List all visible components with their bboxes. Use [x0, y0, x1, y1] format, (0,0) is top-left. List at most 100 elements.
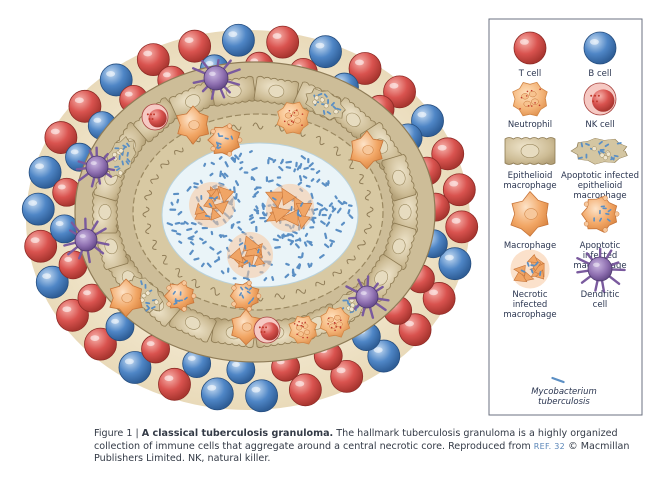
- t-cell: [136, 43, 170, 76]
- mycobacterium: [206, 262, 212, 268]
- neutrophil: [288, 315, 318, 345]
- macrophage: [510, 191, 549, 237]
- mycobacterium: [327, 213, 332, 220]
- mycobacterium: [248, 216, 254, 221]
- mycobacterium: [230, 157, 236, 163]
- mycobacterium: [223, 172, 229, 178]
- mycobacterium: [336, 207, 342, 214]
- mycobacterium: [234, 154, 240, 161]
- t-cell: [445, 210, 479, 244]
- epithelioid-macrophage: [93, 222, 129, 271]
- legend-item-b-cell: B cell: [583, 31, 617, 79]
- mycobacterium: [310, 192, 314, 200]
- mycobacterium: [301, 252, 304, 258]
- mycobacterium: [284, 273, 290, 279]
- mycobacterium: [294, 243, 300, 249]
- mycobacterium: [348, 214, 354, 219]
- t-cell: [398, 313, 432, 347]
- mycobacterium: [551, 376, 565, 384]
- mycobacterium: [347, 209, 351, 215]
- mycobacterium: [234, 180, 240, 187]
- mycobacterium: [320, 220, 326, 225]
- mycobacterium: [177, 210, 183, 216]
- mycobacterium: [276, 234, 282, 239]
- mycobacterium: [250, 220, 256, 224]
- mycobacterium: [249, 214, 254, 218]
- mycobacterium: [334, 195, 338, 200]
- b-cell: [182, 349, 212, 379]
- mycobacterium: [239, 166, 243, 171]
- caption-prefix: Figure 1 |: [94, 428, 142, 439]
- mycobacterium: [172, 192, 180, 196]
- epithelioid-macrophage: [392, 190, 418, 234]
- mycobacterium: [189, 249, 194, 256]
- mycobacterium: [239, 161, 244, 164]
- b-cell: [105, 312, 135, 342]
- mycobacterium: [278, 165, 284, 172]
- mycobacterium: [202, 240, 207, 245]
- mycobacterium: [280, 158, 284, 163]
- dendritic-cell: [63, 217, 110, 264]
- macrophage: [176, 105, 209, 145]
- mycobacterium: [178, 240, 183, 244]
- neutrophil: [276, 101, 310, 135]
- mycobacterium: [276, 176, 282, 179]
- mycobacterium: [186, 227, 193, 232]
- macrophage: [109, 278, 143, 318]
- b-cell: [367, 339, 401, 373]
- mycobacterium: [265, 176, 269, 183]
- epithelioid-macrophage: [504, 137, 556, 165]
- mycobacterium: [272, 238, 279, 242]
- b-cell: [226, 355, 256, 385]
- apoptotic-infected-epithelioid-macrophage: [104, 136, 137, 179]
- mycobacterium: [295, 161, 298, 168]
- mycobacterium: [251, 176, 256, 181]
- mycobacterium: [287, 238, 294, 243]
- mycobacterium: [227, 267, 230, 273]
- legend-icon-apoptotic-infected-macrophage: [581, 195, 620, 233]
- necrotic-infected-macrophage: [189, 182, 235, 228]
- mycobacterium: [232, 196, 237, 200]
- t-cell: [513, 31, 547, 65]
- mycobacterium: [307, 262, 311, 268]
- epithelioid-macrophage: [381, 153, 417, 202]
- t-cell: [44, 121, 78, 154]
- necrotic-infected-macrophage: [510, 249, 550, 289]
- mycobacterium: [193, 257, 200, 261]
- neutrophil: [319, 306, 351, 338]
- neutrophil: [512, 81, 548, 117]
- mycobacterium: [325, 182, 330, 186]
- t-cell: [178, 29, 212, 63]
- caption-text-1: The hallmark tuberculosis granuloma is a…: [94, 428, 618, 452]
- mycobacterium: [268, 157, 274, 161]
- mycobacterium: [194, 230, 198, 234]
- apoptotic-infected-macrophage: [581, 195, 620, 233]
- t-cell: [383, 75, 416, 109]
- mycobacterium: [298, 175, 303, 182]
- epithelioid-macrophage: [253, 75, 300, 107]
- mycobacterium: [201, 226, 209, 230]
- apoptotic-infected-epithelioid-macrophage: [305, 88, 346, 121]
- legend-item-t-cell: T cell: [513, 31, 547, 79]
- legend-icon-apoptotic-infected-epithelioid-macrophage: [570, 137, 628, 165]
- mycobacterium: [190, 221, 197, 226]
- t-cell: [77, 283, 107, 313]
- mycobacterium: [261, 202, 266, 208]
- necrotic-infected-macrophage: [265, 183, 315, 233]
- legend-label-macrophage: Macrophage: [504, 241, 556, 251]
- mycobacterium: [255, 225, 258, 233]
- t-cell: [442, 173, 476, 207]
- mycobacterium: [319, 254, 325, 259]
- dendritic-cell: [576, 247, 626, 293]
- legend-icon-mycobacterium: [551, 376, 565, 384]
- mycobacterium: [259, 216, 266, 220]
- macrophage: [231, 308, 262, 346]
- mycobacterium: [285, 166, 292, 169]
- mycobacterium: [341, 201, 346, 205]
- dendritic-cell: [192, 59, 241, 100]
